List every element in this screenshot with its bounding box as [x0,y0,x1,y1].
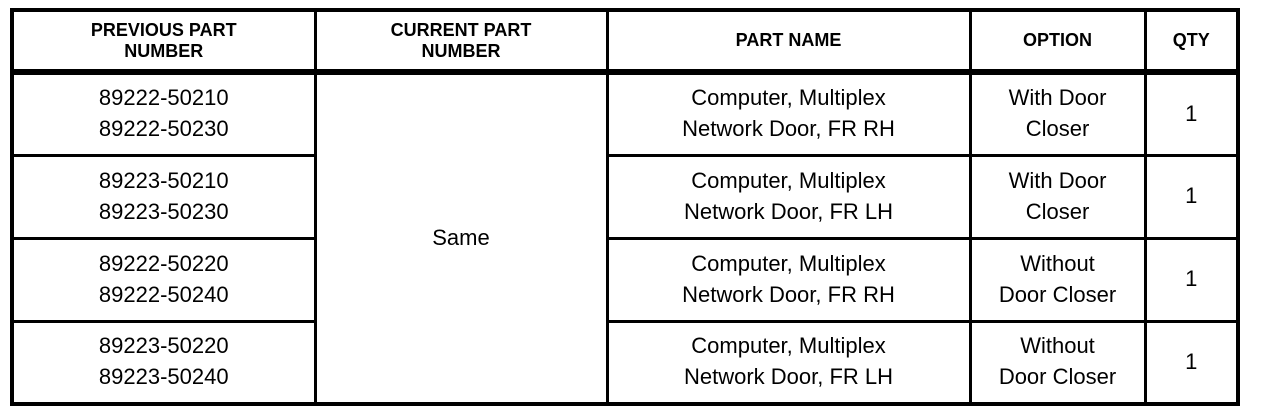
option-cell: With Door Closer [968,70,1147,157]
qty-cell: 1 [1143,236,1240,323]
part-name-cell: Computer, Multiplex Network Door, FR LH [605,319,972,406]
current-part-number-same-cell: Same [313,70,609,406]
previous-part-number-cell: 89222-50210 89222-50230 [10,70,317,157]
table-row: 89222-50210 89222-50230 Same Computer, M… [10,70,1240,406]
header-previous-part-number: PREVIOUS PART NUMBER [10,8,317,75]
header-row: PREVIOUS PART NUMBER CURRENT PART NUMBER… [10,8,1240,75]
option-cell: With Door Closer [968,153,1147,240]
option-cell: Without Door Closer [968,319,1147,406]
header-option: OPTION [968,8,1147,75]
header-part-name: PART NAME [605,8,972,75]
header-current-part-number: CURRENT PART NUMBER [313,8,609,75]
parts-table-header: PREVIOUS PART NUMBER CURRENT PART NUMBER… [10,8,1240,75]
part-name-cell: Computer, Multiplex Network Door, FR RH [605,70,972,157]
qty-cell: 1 [1143,319,1240,406]
previous-part-number-cell: 89222-50220 89222-50240 [10,236,317,323]
part-name-cell: Computer, Multiplex Network Door, FR RH [605,236,972,323]
previous-part-number-cell: 89223-50220 89223-50240 [10,319,317,406]
part-name-cell: Computer, Multiplex Network Door, FR LH [605,153,972,240]
parts-table-body: 89222-50210 89222-50230 Same Computer, M… [10,70,1240,406]
option-cell: Without Door Closer [968,236,1147,323]
table-row: 89223-50220 89223-50240 Computer, Multip… [10,319,1240,406]
qty-cell: 1 [1143,70,1240,157]
table-row: 89223-50210 89223-50230 Computer, Multip… [10,153,1240,240]
qty-cell: 1 [1143,153,1240,240]
header-qty: QTY [1143,8,1240,75]
parts-table: PREVIOUS PART NUMBER CURRENT PART NUMBER… [10,8,1240,406]
previous-part-number-cell: 89223-50210 89223-50230 [10,153,317,240]
table-row: 89222-50220 89222-50240 Computer, Multip… [10,236,1240,323]
